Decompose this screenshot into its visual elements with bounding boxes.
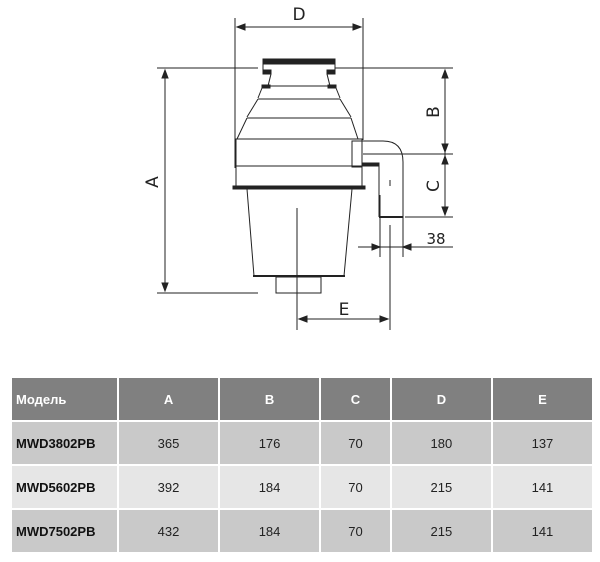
cell-c: 70 xyxy=(321,422,390,464)
dimensions-table: Модель A B C D E MWD3802PB 365 176 70 18… xyxy=(10,376,594,554)
cell-model: MWD3802PB xyxy=(12,422,117,464)
cell-a: 365 xyxy=(119,422,219,464)
header-model: Модель xyxy=(12,378,117,420)
header-e: E xyxy=(492,378,592,420)
dimension-38 xyxy=(358,180,453,330)
cell-model: MWD5602PB xyxy=(12,466,117,508)
label-e: E xyxy=(339,300,350,320)
cell-d: 215 xyxy=(391,510,491,552)
cell-a: 432 xyxy=(119,510,219,552)
table-row: MWD3802PB 365 176 70 180 137 xyxy=(12,422,592,464)
cell-d: 180 xyxy=(391,422,491,464)
header-a: A xyxy=(119,378,219,420)
cell-d: 215 xyxy=(391,466,491,508)
table-row: MWD7502PB 432 184 70 215 141 xyxy=(12,510,592,552)
dimension-drawing: D A B C 38 E xyxy=(143,5,453,330)
label-a: A xyxy=(143,176,163,188)
header-b: B xyxy=(220,378,320,420)
dimension-b-c xyxy=(335,67,453,218)
label-d: D xyxy=(292,5,305,25)
cell-e: 137 xyxy=(492,422,592,464)
table-row: MWD5602PB 392 184 70 215 141 xyxy=(12,466,592,508)
label-b: B xyxy=(424,106,444,118)
label-c: C xyxy=(424,180,444,192)
cell-b: 184 xyxy=(220,510,320,552)
table-header-row: Модель A B C D E xyxy=(12,378,592,420)
cell-model: MWD7502PB xyxy=(12,510,117,552)
cell-e: 141 xyxy=(492,510,592,552)
cell-c: 70 xyxy=(321,510,390,552)
header-d: D xyxy=(391,378,491,420)
cell-b: 184 xyxy=(220,466,320,508)
dimension-a xyxy=(157,67,258,294)
cell-c: 70 xyxy=(321,466,390,508)
dimension-d xyxy=(234,18,364,168)
header-c: C xyxy=(321,378,390,420)
cell-e: 141 xyxy=(492,466,592,508)
disposer-outline xyxy=(232,58,404,294)
label-38: 38 xyxy=(426,230,445,248)
cell-b: 176 xyxy=(220,422,320,464)
cell-a: 392 xyxy=(119,466,219,508)
